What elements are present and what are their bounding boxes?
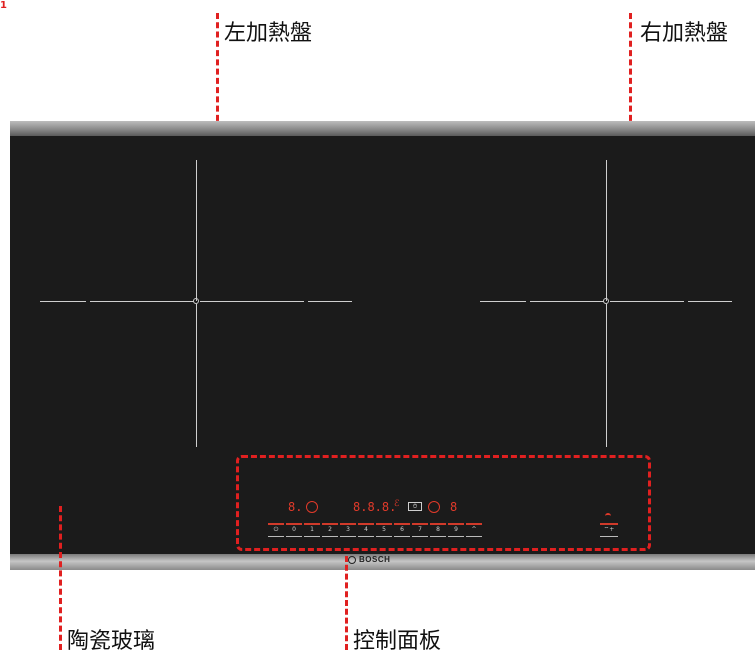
left-zone-vertical-line — [196, 304, 197, 447]
frame-top — [10, 121, 755, 136]
callout-line-left-zone — [216, 13, 219, 158]
left-power-display: 8. — [288, 500, 303, 514]
level-key[interactable]: 5 — [376, 523, 392, 537]
right-zone-vertical-line — [606, 304, 607, 447]
timer-key-icon[interactable]: ⏱ — [408, 502, 422, 511]
callout-line-right-zone — [629, 13, 632, 158]
left-zone-horizontal-line — [200, 301, 304, 302]
wifi-key-icon[interactable]: ⌔+ — [600, 523, 618, 537]
right-zone-center-mark — [603, 298, 609, 304]
brand-name: BOSCH — [359, 555, 391, 564]
level-key[interactable]: 7 — [412, 523, 428, 537]
callout-line-glass — [59, 506, 62, 650]
level-key[interactable]: 8 — [430, 523, 446, 537]
left-zone-horizontal-line — [90, 301, 194, 302]
left-zone-select-icon[interactable] — [306, 501, 318, 513]
right-power-display: 8 — [450, 500, 458, 514]
left-zone-horizontal-line — [308, 301, 352, 302]
boost-key-icon[interactable]: ^ — [466, 523, 482, 537]
left-zone-horizontal-line — [40, 301, 86, 302]
cooktop: 8. 8.8.8. ℰ ⏱ 8 ⏻ 0 1 2 3 4 5 6 7 8 9 ^ … — [10, 121, 755, 570]
corner-mark: 1 — [0, 0, 7, 11]
level-key[interactable]: 9 — [448, 523, 464, 537]
level-key[interactable]: 0 — [286, 523, 302, 537]
right-zone-horizontal-line — [480, 301, 526, 302]
label-right-zone: 右加熱盤 — [640, 21, 729, 46]
right-zone-vertical-line — [606, 160, 607, 301]
right-zone-horizontal-line — [688, 301, 732, 302]
level-key[interactable]: 6 — [394, 523, 410, 537]
ceramic-glass — [10, 136, 755, 554]
wifi-indicator-icon — [605, 513, 611, 519]
brand-logo: BOSCH — [348, 555, 390, 564]
level-key[interactable]: 4 — [358, 523, 374, 537]
power-slider: ⏻ 0 1 2 3 4 5 6 7 8 9 ^ — [268, 523, 482, 537]
level-key[interactable]: 3 — [340, 523, 356, 537]
label-glass: 陶瓷玻璃 — [67, 629, 156, 654]
callout-line-control-panel — [345, 556, 348, 650]
level-key[interactable]: 2 — [322, 523, 338, 537]
control-panel-outline — [236, 455, 651, 551]
flex-icon[interactable]: ℰ — [394, 499, 400, 509]
level-key[interactable]: 1 — [304, 523, 320, 537]
right-zone-horizontal-line — [530, 301, 604, 302]
power-key-icon[interactable]: ⏻ — [268, 523, 284, 537]
right-zone-select-icon[interactable] — [428, 501, 440, 513]
label-control-panel: 控制面板 — [353, 629, 442, 654]
left-zone-vertical-line — [196, 160, 197, 301]
frame-bottom: BOSCH — [10, 554, 755, 570]
right-zone-horizontal-line — [610, 301, 684, 302]
label-left-zone: 左加熱盤 — [224, 21, 313, 46]
bosch-mark-icon — [348, 556, 356, 564]
left-zone-center-mark — [193, 298, 199, 304]
timer-display: 8.8.8. — [353, 500, 397, 514]
